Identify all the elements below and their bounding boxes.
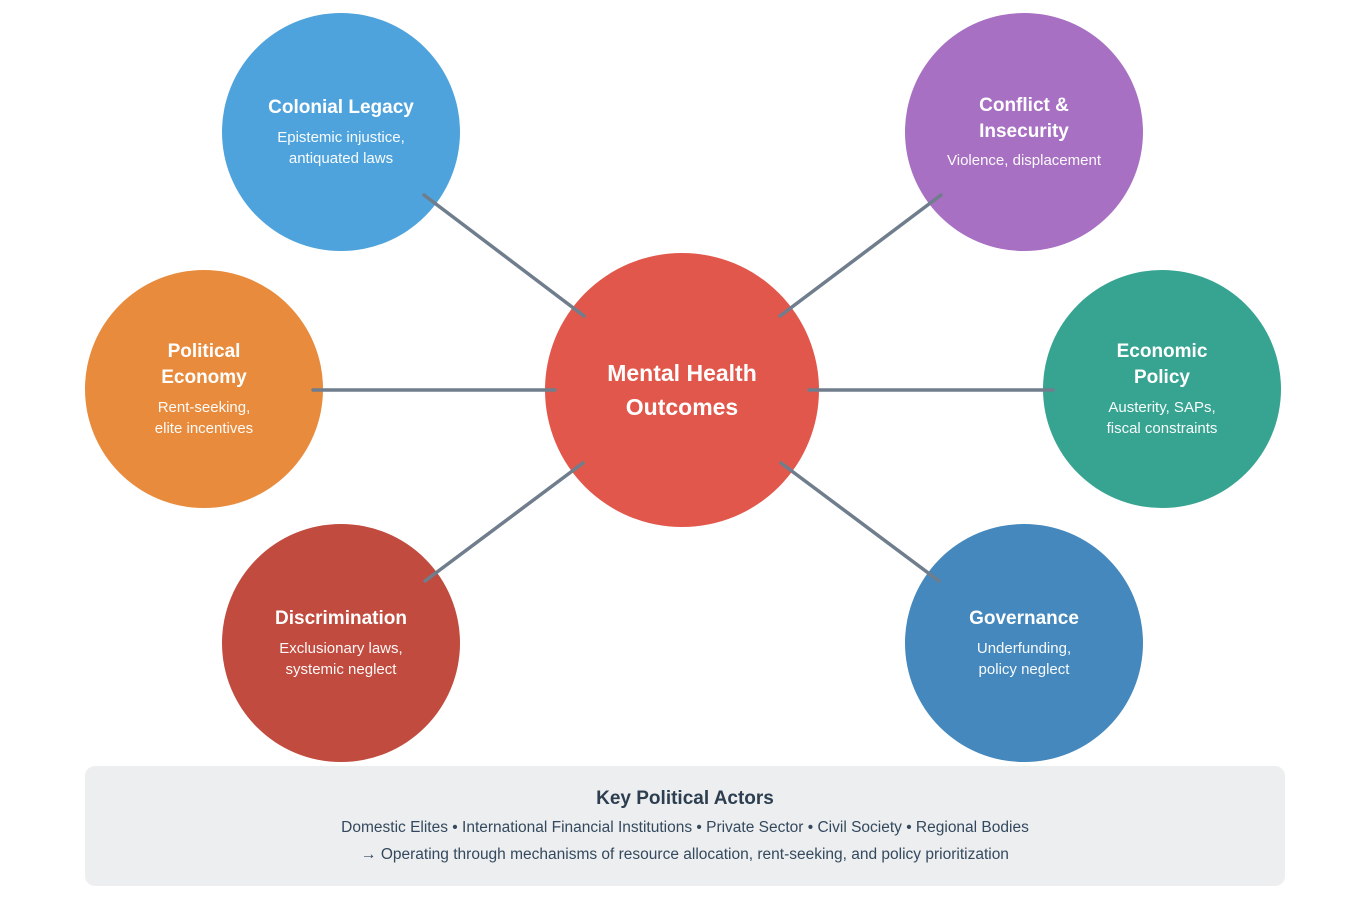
footer-mechanisms: → Operating through mechanisms of resour… [361,846,1009,863]
key-political-actors-panel: Key Political Actors Domestic Elites • I… [85,766,1285,886]
node-title: Mental Health Outcomes [607,359,757,421]
node-title: Economic Policy [1116,341,1208,388]
connector-line-governance [779,461,941,583]
node-subtitle: Underfunding, policy neglect [976,639,1072,678]
node-subtitle: Epistemic injustice, antiquated laws [277,128,405,167]
node-economic-policy: Economic Policy Austerity, SAPs, fiscal … [1043,270,1281,508]
node-title: Conflict & Insecurity [979,94,1069,142]
node-governance: Governance Underfunding, policy neglect [905,524,1143,762]
node-title: Governance [969,608,1079,630]
node-conflict-insecurity: Conflict & Insecurity Violence, displace… [905,13,1143,251]
node-title: Political Economy [161,341,247,388]
footer-title: Key Political Actors [596,788,774,809]
node-subtitle: Rent-seeking, elite incentives [154,398,254,437]
node-colonial-legacy: Colonial Legacy Epistemic injustice, ant… [222,13,460,251]
node-political-economy: Political Economy Rent-seeking, elite in… [85,270,323,508]
node-title: Colonial Legacy [268,97,414,119]
connector-line-discrimination [423,461,585,583]
node-title: Discrimination [275,608,407,630]
connector-line-conflict-insecurity [778,193,943,318]
connector-line-colonial-legacy [422,193,586,318]
node-subtitle: Exclusionary laws, systemic neglect [279,639,403,678]
footer-actors: Domestic Elites • International Financia… [341,819,1029,836]
node-discrimination: Discrimination Exclusionary laws, system… [222,524,460,762]
node-subtitle: Austerity, SAPs, fiscal constraints [1106,398,1218,437]
node-subtitle: Violence, displacement [947,152,1101,170]
node-mental-health-outcomes: Mental Health Outcomes [545,253,819,527]
